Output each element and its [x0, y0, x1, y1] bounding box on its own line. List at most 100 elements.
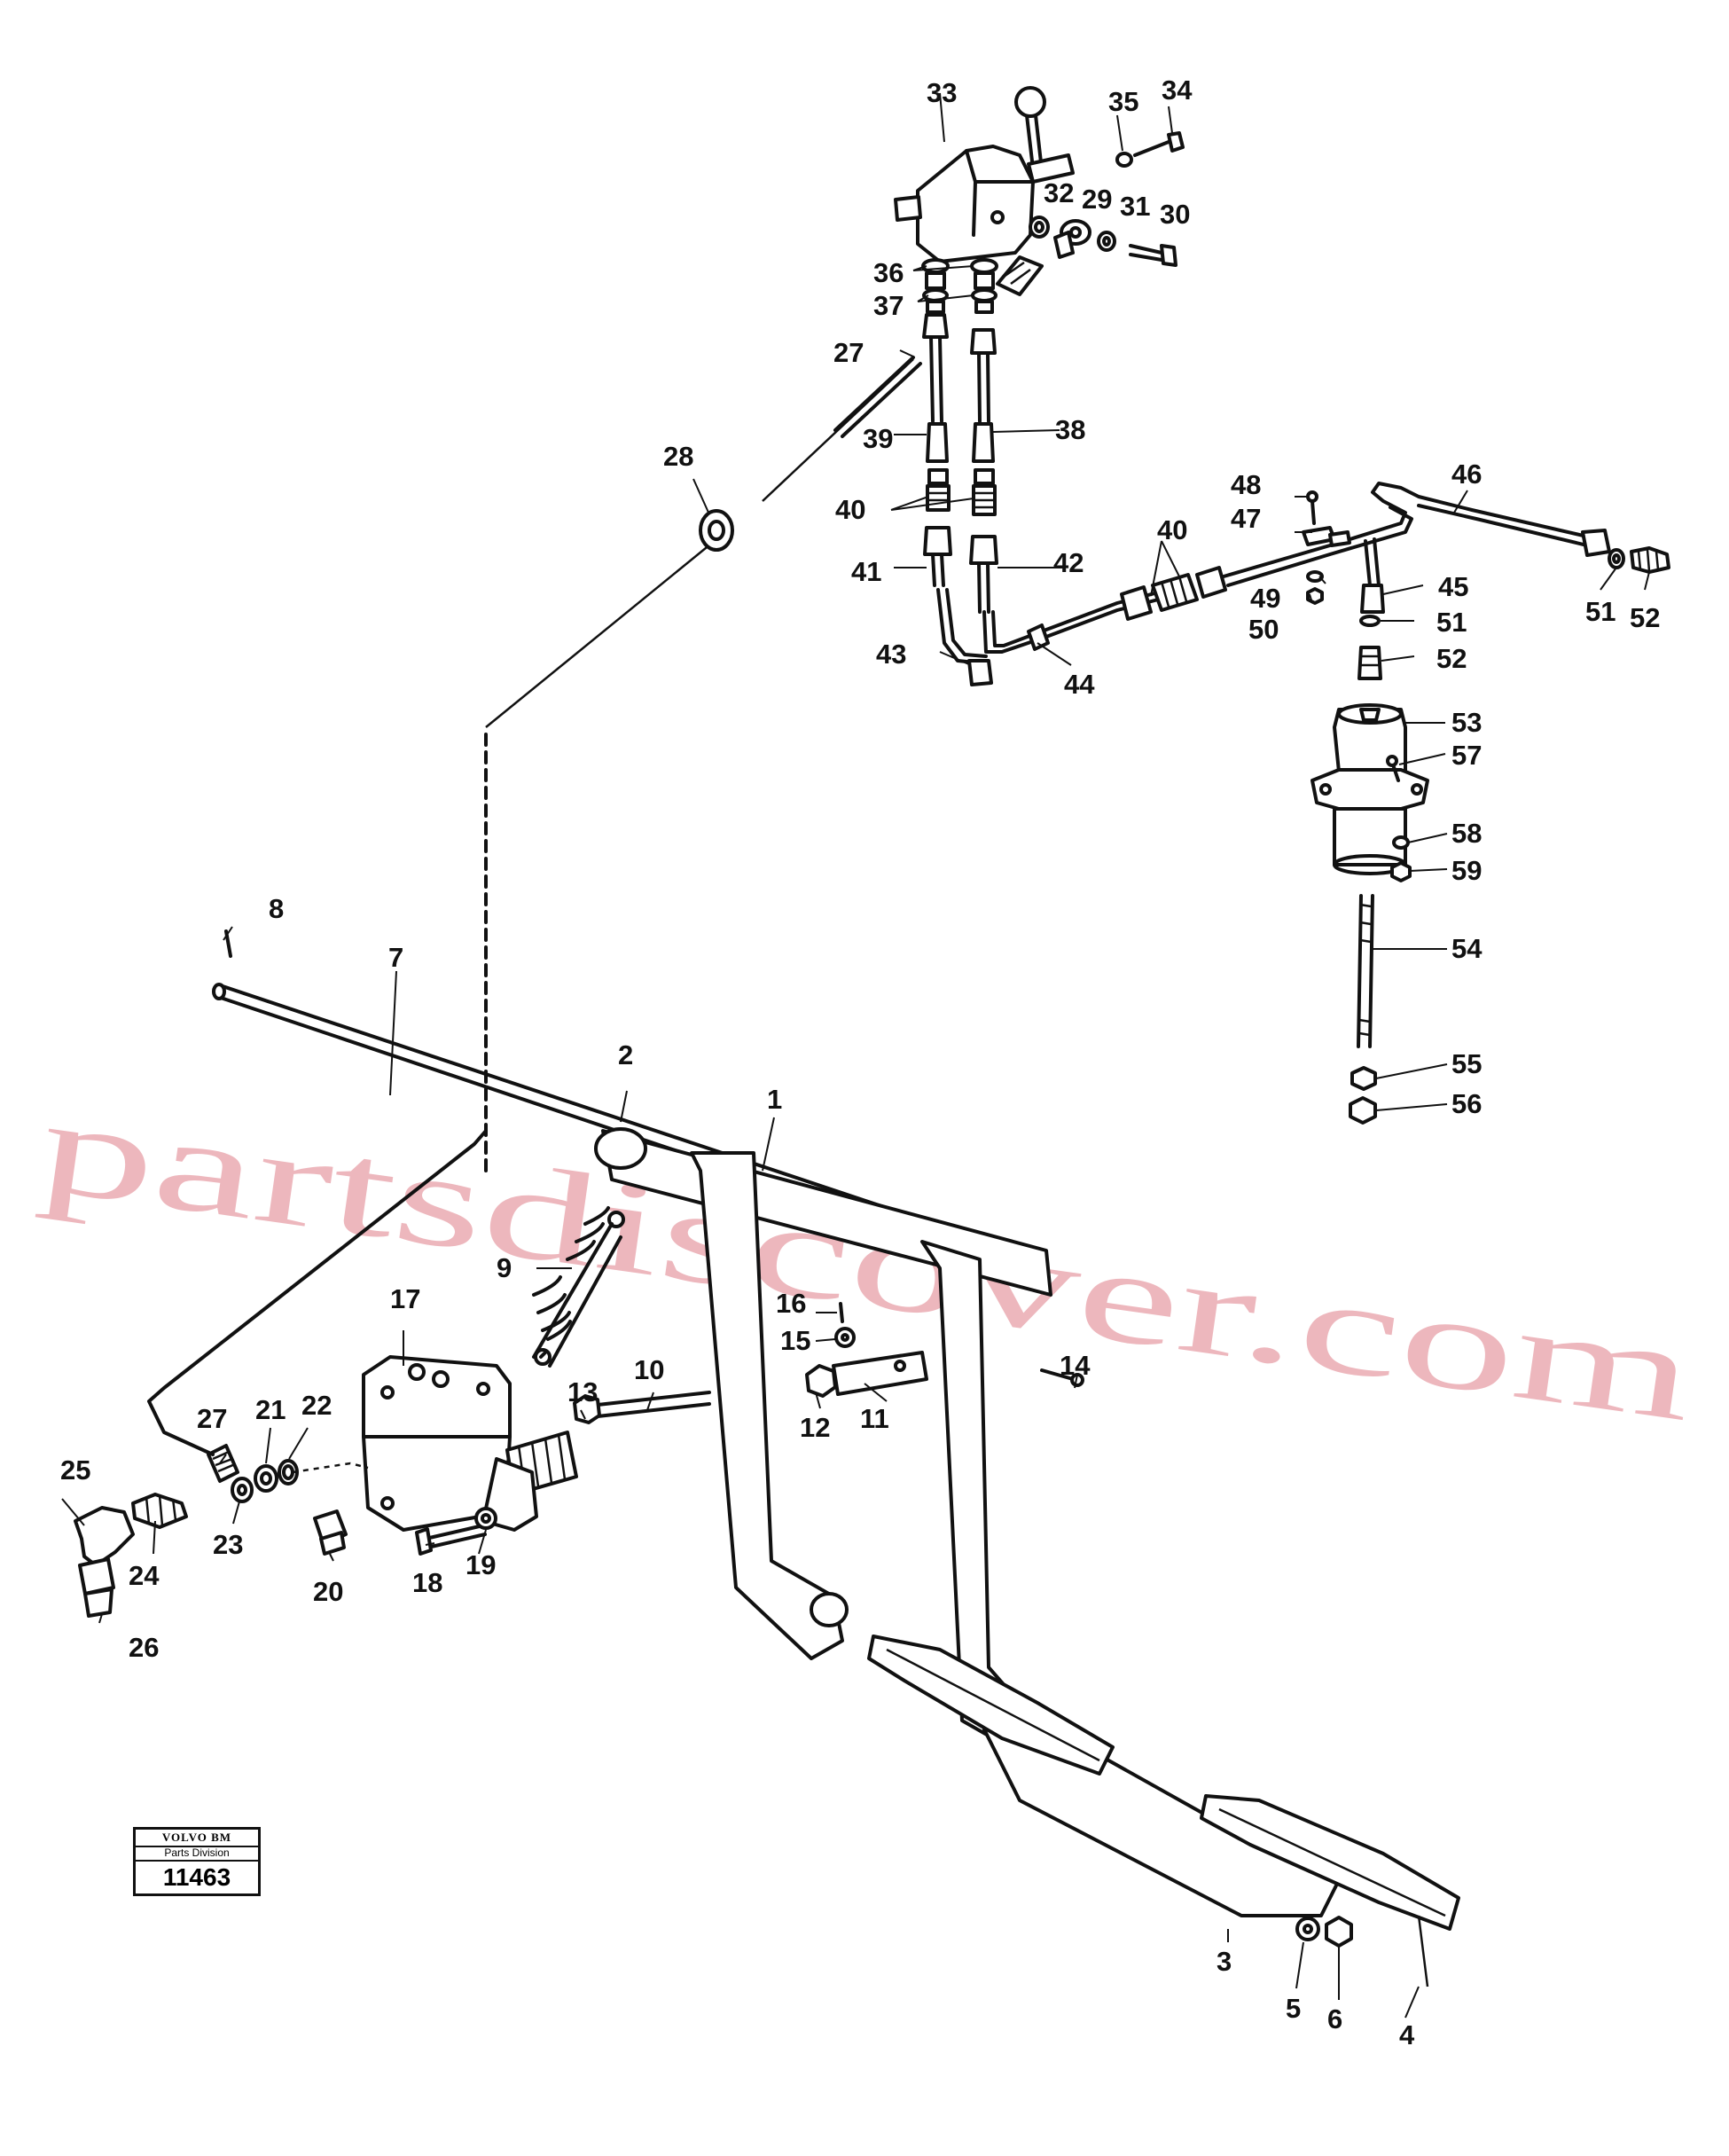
pedal-pad-left [867, 1635, 1115, 1776]
callout-56: 56 [1451, 1088, 1482, 1119]
callout-37: 37 [873, 290, 904, 321]
bolt-4 [1417, 1915, 1429, 1987]
clevis-11 [832, 1351, 928, 1396]
volvo-bm-badge: VOLVO BM Parts Division 11463 [133, 1827, 261, 1896]
stack-36-37-right [970, 258, 998, 355]
elbow-25 [74, 1506, 135, 1567]
pipe-46-47 [1222, 482, 1611, 614]
badge-division: Parts Division [136, 1846, 258, 1862]
callout-18: 18 [412, 1567, 442, 1598]
callout-27-upper: 27 [833, 337, 864, 368]
callout-51-center: 51 [1436, 607, 1467, 638]
bolt-34 [1133, 131, 1185, 157]
screw-57 [1386, 755, 1400, 782]
seal-22 [278, 1459, 299, 1486]
callout-2: 2 [618, 1039, 633, 1070]
callout-53: 53 [1451, 707, 1482, 738]
callout-54: 54 [1451, 933, 1483, 964]
callout-5: 5 [1286, 1993, 1301, 2024]
bolt-18 [415, 1524, 487, 1556]
callout-17: 17 [390, 1283, 420, 1314]
plug-20 [313, 1509, 348, 1556]
rod-27-upper [833, 356, 922, 438]
nut-56 [1349, 1096, 1377, 1125]
callout-20: 20 [313, 1576, 343, 1607]
callout-45: 45 [1438, 571, 1468, 602]
callout-43: 43 [876, 639, 906, 670]
callout-12: 12 [800, 1412, 830, 1443]
callout-48: 48 [1231, 469, 1261, 500]
fitting-29 [1053, 219, 1091, 259]
fitting-52-right [1630, 546, 1670, 574]
washer-5 [1295, 1917, 1320, 1941]
callout-35: 35 [1108, 86, 1138, 117]
washer-58 [1392, 835, 1410, 850]
bolt-48 [1306, 490, 1318, 525]
pedal-pad-main-3 [1200, 1794, 1460, 1931]
fitting-52-center [1357, 646, 1382, 680]
bolt-30 [1129, 244, 1177, 267]
callout-47: 47 [1231, 503, 1261, 534]
callout-52-center: 52 [1436, 643, 1467, 674]
nut-55 [1350, 1066, 1377, 1091]
callout-14: 14 [1060, 1350, 1091, 1381]
union-40-right [972, 468, 997, 516]
dash-leader [292, 1462, 369, 1474]
callout-38: 38 [1055, 414, 1085, 445]
washer-51-center [1359, 615, 1381, 627]
callout-40-left: 40 [835, 494, 865, 525]
washer-32 [1029, 216, 1050, 239]
callout-42: 42 [1053, 547, 1084, 578]
callout-58: 58 [1451, 818, 1482, 849]
callout-26: 26 [129, 1632, 159, 1663]
callout-22: 22 [301, 1390, 332, 1421]
callout-25: 25 [60, 1454, 90, 1486]
fitting-41 [923, 526, 952, 587]
callout-10: 10 [634, 1354, 664, 1385]
callout-34: 34 [1162, 74, 1193, 106]
leader-lines [61, 92, 1650, 2019]
tube-38 [972, 351, 995, 463]
callout-23: 23 [213, 1529, 243, 1560]
pipe-43 [936, 588, 993, 686]
callout-27-lower: 27 [197, 1403, 227, 1434]
badge-brand: VOLVO BM [136, 1830, 258, 1847]
callout-41: 41 [851, 556, 881, 587]
callout-31: 31 [1120, 191, 1150, 222]
pedal-bracket-1 [594, 1127, 1341, 1917]
rod-54 [1357, 894, 1374, 1048]
washer-31 [1097, 231, 1116, 252]
callout-32: 32 [1044, 177, 1074, 208]
tube-39 [926, 335, 949, 463]
cable-upper [485, 358, 914, 728]
brake-line-lower [147, 1129, 488, 1456]
washer-49 [1306, 570, 1324, 583]
actuator-53 [1310, 703, 1429, 875]
union-40-horizontal [1120, 566, 1227, 621]
callout-15: 15 [780, 1325, 810, 1356]
washer-21 [254, 1464, 278, 1493]
master-cylinder-17 [362, 1355, 578, 1532]
callout-29: 29 [1082, 184, 1112, 215]
callout-1: 1 [767, 1084, 782, 1115]
nut-13 [573, 1394, 601, 1424]
callout-52-right: 52 [1630, 602, 1660, 633]
spring-9 [532, 1206, 625, 1368]
callout-9: 9 [497, 1252, 512, 1283]
callout-36: 36 [873, 257, 904, 288]
callout-28: 28 [663, 441, 693, 472]
callout-59: 59 [1451, 855, 1482, 886]
callout-44: 44 [1064, 669, 1095, 700]
callout-50: 50 [1248, 614, 1279, 645]
callout-4: 4 [1399, 2019, 1415, 2050]
callout-51-right: 51 [1585, 596, 1616, 627]
callout-16: 16 [776, 1288, 806, 1319]
callout-39: 39 [863, 423, 893, 454]
washer-19 [474, 1507, 497, 1530]
callout-49: 49 [1250, 583, 1280, 614]
badge-number: 11463 [162, 1863, 231, 1891]
banjo-bolt-24 [131, 1493, 188, 1529]
grommet-28 [699, 509, 734, 552]
